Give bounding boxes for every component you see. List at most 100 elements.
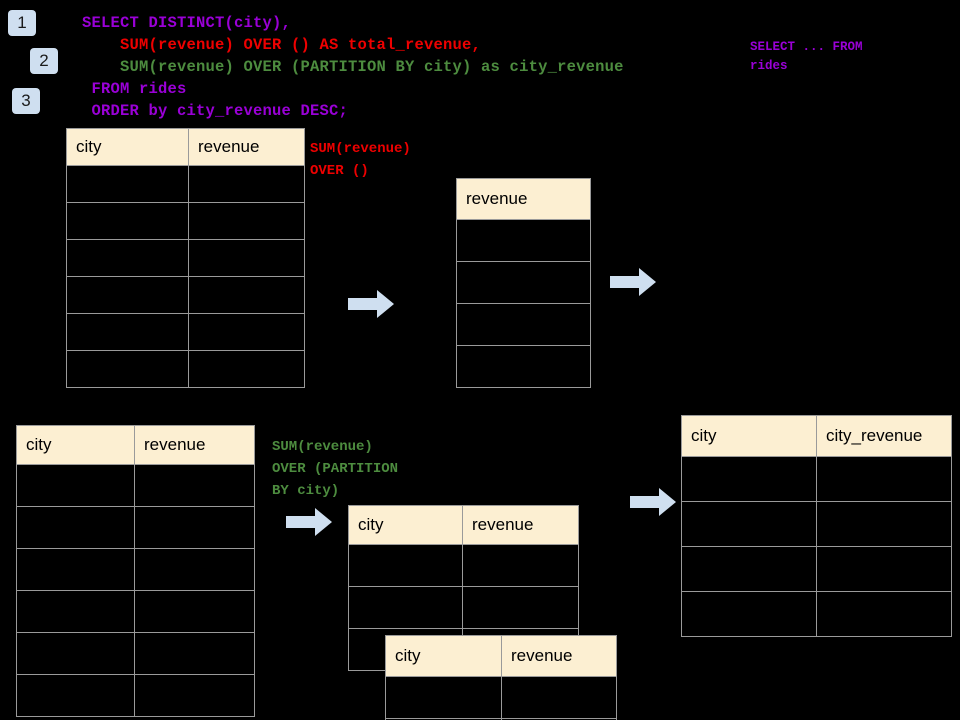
- table-row: [456, 345, 591, 388]
- table-total-revenue: revenue: [456, 178, 591, 388]
- table-row: [16, 464, 255, 507]
- table-row: [348, 586, 579, 629]
- table-header-row: revenue: [456, 178, 591, 220]
- sql-line-3: SUM(revenue) OVER (PARTITION BY city) as…: [120, 58, 624, 76]
- table-row: [681, 591, 952, 637]
- table-cell: [816, 501, 952, 547]
- step-badge-3[interactable]: 3: [12, 88, 40, 114]
- table-cell: [456, 219, 591, 262]
- table-cell: [16, 632, 135, 675]
- table-cell: [681, 546, 817, 592]
- table-cell: [816, 456, 952, 502]
- column-header: city: [66, 128, 189, 166]
- table-cell: [16, 590, 135, 633]
- table-cell: [134, 548, 255, 591]
- arrow-total-to-result: [610, 268, 656, 296]
- table-cell: [681, 591, 817, 637]
- table-cell: [816, 591, 952, 637]
- table-cell: [134, 674, 255, 717]
- table-row: [385, 676, 617, 719]
- table-cell: [66, 202, 189, 240]
- sum-over-empty-caption: SUM(revenue) OVER (): [310, 138, 411, 182]
- table-cell: [16, 506, 135, 549]
- table-cell: [681, 456, 817, 502]
- column-header: city: [385, 635, 502, 677]
- column-header: city: [16, 425, 135, 465]
- sum-over-partition-caption-line-1: SUM(revenue): [272, 439, 373, 455]
- table-cell: [501, 676, 617, 719]
- sql-line-1: SELECT DISTINCT(city),: [82, 14, 292, 32]
- sql-line-5: ORDER by city_revenue DESC;: [91, 102, 349, 120]
- table-row: [16, 632, 255, 675]
- table-cell: [385, 676, 502, 719]
- sql-line-4: FROM rides: [91, 80, 187, 98]
- step-badge-2[interactable]: 2: [30, 48, 58, 74]
- table-row: [66, 239, 305, 277]
- table-row: [66, 165, 305, 203]
- table-cell: [501, 718, 617, 720]
- sql-side-note-line-2: rides: [750, 59, 788, 73]
- table-row: [456, 303, 591, 346]
- table-row: [681, 501, 952, 547]
- table-row: [66, 313, 305, 351]
- table-cell: [188, 202, 305, 240]
- sum-over-empty-caption-line-2: OVER (): [310, 163, 369, 179]
- arrow-rides-to-partition: [286, 508, 332, 536]
- column-header: revenue: [134, 425, 255, 465]
- arrow-partition-to-result: [630, 488, 676, 516]
- table-cell: [188, 313, 305, 351]
- table-cell: [188, 276, 305, 314]
- table-cell: [188, 350, 305, 388]
- table-cell: [66, 239, 189, 277]
- table-cell: [188, 165, 305, 203]
- column-header: revenue: [456, 178, 591, 220]
- table-cell: [16, 674, 135, 717]
- table-cell: [456, 261, 591, 304]
- sql-side-note: SELECT ... FROM rides: [750, 38, 863, 76]
- table-row: [16, 548, 255, 591]
- column-header: city_revenue: [816, 415, 952, 457]
- table-cell: [681, 501, 817, 547]
- arrow-rides-to-total: [348, 290, 394, 318]
- table-row: [66, 202, 305, 240]
- table-cell: [16, 464, 135, 507]
- table-cell: [134, 632, 255, 675]
- table-row: [66, 276, 305, 314]
- sql-line-2: SUM(revenue) OVER () AS total_revenue,: [120, 36, 482, 54]
- sql-side-note-line-1: SELECT ... FROM: [750, 40, 863, 54]
- table-cell: [816, 546, 952, 592]
- step-badge-1[interactable]: 1: [8, 10, 36, 36]
- table-cell: [462, 544, 579, 587]
- table-row: [385, 718, 617, 720]
- table-cell: [134, 506, 255, 549]
- table-row: [16, 674, 255, 717]
- table-cell: [456, 345, 591, 388]
- sum-over-partition-caption-line-3: BY city): [272, 483, 340, 499]
- column-header: revenue: [462, 505, 579, 545]
- table-cell: [456, 303, 591, 346]
- table-cell: [134, 590, 255, 633]
- table-row: [456, 261, 591, 304]
- table-cell: [348, 544, 463, 587]
- table-cell: [348, 586, 463, 629]
- sql-query-block: SELECT DISTINCT(city), SUM(revenue) OVER …: [82, 12, 624, 122]
- table-cell: [66, 313, 189, 351]
- column-header: city: [348, 505, 463, 545]
- table-cell: [66, 165, 189, 203]
- column-header: revenue: [188, 128, 305, 166]
- table-cell: [134, 464, 255, 507]
- table-row: [681, 456, 952, 502]
- table-cell: [188, 239, 305, 277]
- sum-over-empty-caption-line-1: SUM(revenue): [310, 141, 411, 157]
- table-row: [348, 544, 579, 587]
